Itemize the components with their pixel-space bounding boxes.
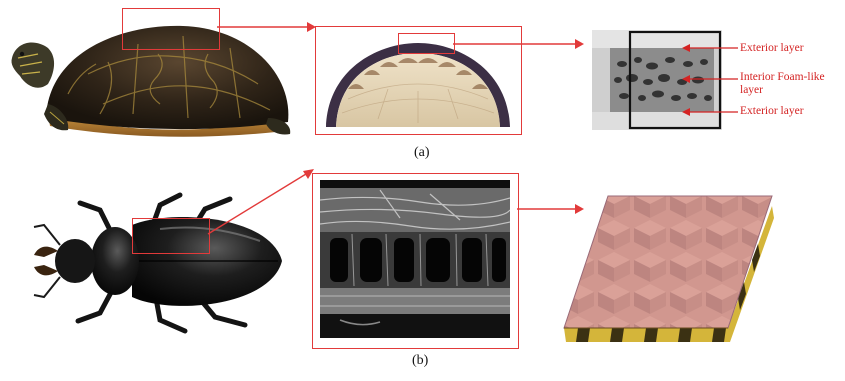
label-exterior-layer-top: Exterior layer (740, 42, 840, 55)
elytra-callout-box (132, 218, 210, 254)
caption-b: (b) (412, 353, 428, 369)
elytra-sem-image (320, 180, 510, 338)
label-exterior-layer-bottom: Exterior layer (740, 105, 840, 118)
caption-a: (a) (414, 145, 430, 161)
label-interior-foam-layer: Interior Foam-like layer (740, 71, 832, 97)
shell-callout-box (122, 8, 220, 50)
callout-arrow-a1 (217, 20, 317, 34)
section-callout-box (398, 33, 455, 54)
callout-arrow-a2 (453, 37, 585, 51)
callout-arrow-b1 (206, 164, 318, 236)
annotation-arrows (682, 42, 738, 118)
honeycomb-model (560, 186, 780, 346)
